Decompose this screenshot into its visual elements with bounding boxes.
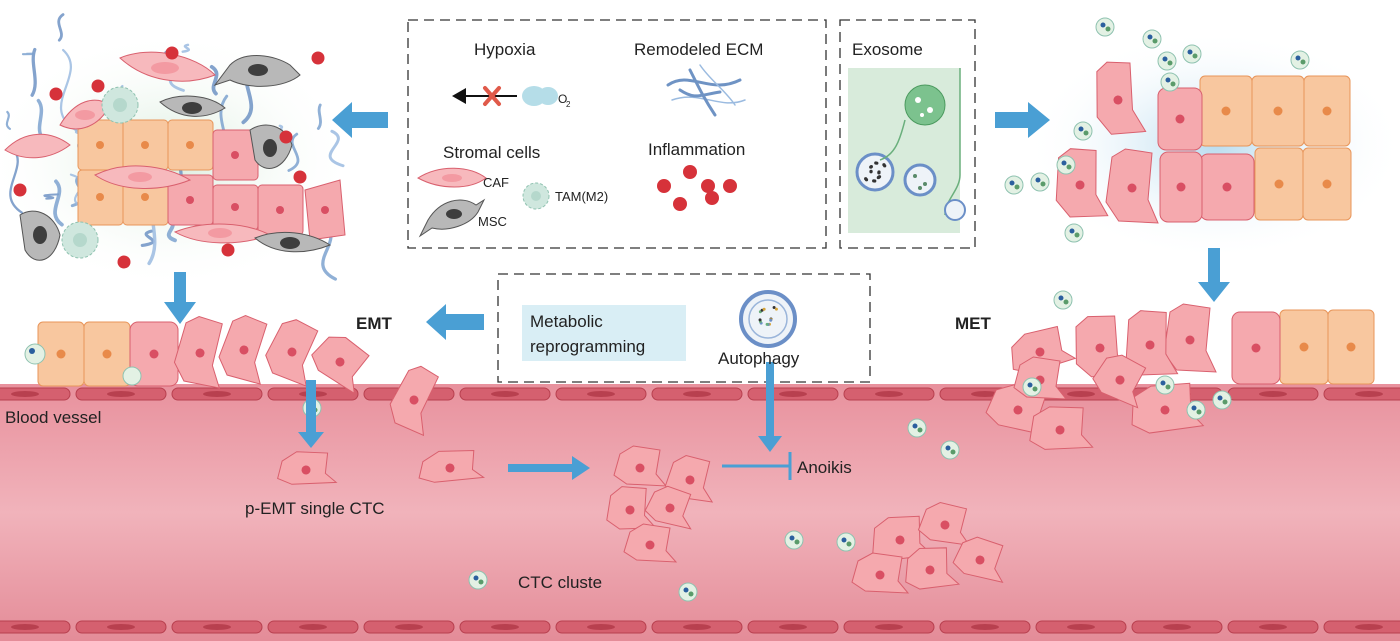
inflammation-dots-left — [13, 46, 325, 269]
label-pemt-single-ctc: p-EMT single CTC — [245, 499, 385, 518]
floating-exosomes — [302, 17, 1310, 602]
label-metabolic-line2: reprogramming — [530, 337, 645, 356]
label-remodeled-ecm: Remodeled ECM — [634, 40, 763, 59]
met-cell-row — [985, 303, 1375, 450]
metabolic-autophagy-box — [497, 273, 871, 383]
arrows — [164, 102, 1230, 480]
vessel-wall-bottom — [0, 620, 1400, 634]
exosome-box — [839, 19, 976, 249]
arrow-to-cluster — [508, 456, 590, 480]
metabolic-box-bg — [522, 305, 686, 361]
label-ctc-cluster: CTC cluste — [518, 573, 602, 592]
label-stromal-cells: Stromal cells — [443, 143, 540, 162]
emt-cell-row — [24, 315, 440, 437]
label-met: MET — [955, 314, 992, 333]
inflammation-icon — [657, 165, 737, 211]
anoikis-inhibition — [722, 452, 792, 480]
tumor-right — [1025, 30, 1400, 260]
label-emt: EMT — [356, 314, 393, 333]
arrow-down-left — [164, 272, 196, 324]
label-metabolic-line1: Metabolic — [530, 312, 603, 331]
label-o2-sub: 2 — [566, 100, 571, 109]
msc-legend-icon — [418, 198, 486, 238]
arrow-autophagy-down — [758, 362, 782, 452]
arrow-to-emt — [426, 304, 484, 340]
label-autophagy: Autophagy — [718, 349, 800, 368]
label-caf: CAF — [483, 175, 509, 190]
label-o2: O — [558, 92, 567, 106]
caf-cells — [4, 51, 272, 244]
label-blood-vessel: Blood vessel — [5, 408, 101, 427]
tumor-microenvironment-left — [0, 13, 355, 290]
label-inflammation: Inflammation — [648, 140, 745, 159]
vessel-wall-top — [0, 387, 1400, 401]
tme-factors-box — [407, 19, 827, 249]
arrow-to-right-tumor — [995, 102, 1050, 138]
hypoxia-symbol — [452, 86, 558, 106]
label-hypoxia: Hypoxia — [474, 40, 536, 59]
tam-legend-icon — [522, 182, 550, 210]
caf-legend-icon — [417, 167, 487, 188]
label-msc: MSC — [478, 214, 507, 229]
label-tam: TAM(M2) — [555, 189, 608, 204]
remodeled-ecm-icon — [666, 64, 746, 117]
ctc-cells — [277, 445, 1004, 594]
autophagy-icon — [739, 290, 797, 348]
arrow-to-left-tme — [332, 102, 388, 138]
arrow-down-right — [1198, 248, 1230, 302]
label-anoikis: Anoikis — [797, 458, 852, 477]
msc-cells — [19, 55, 332, 261]
tam-cells — [61, 86, 139, 259]
label-exosome: Exosome — [852, 40, 923, 59]
arrow-down-pemt — [298, 380, 324, 448]
text-labels: Hypoxia O 2 Remodeled ECM Exosome Stroma… — [5, 40, 992, 592]
